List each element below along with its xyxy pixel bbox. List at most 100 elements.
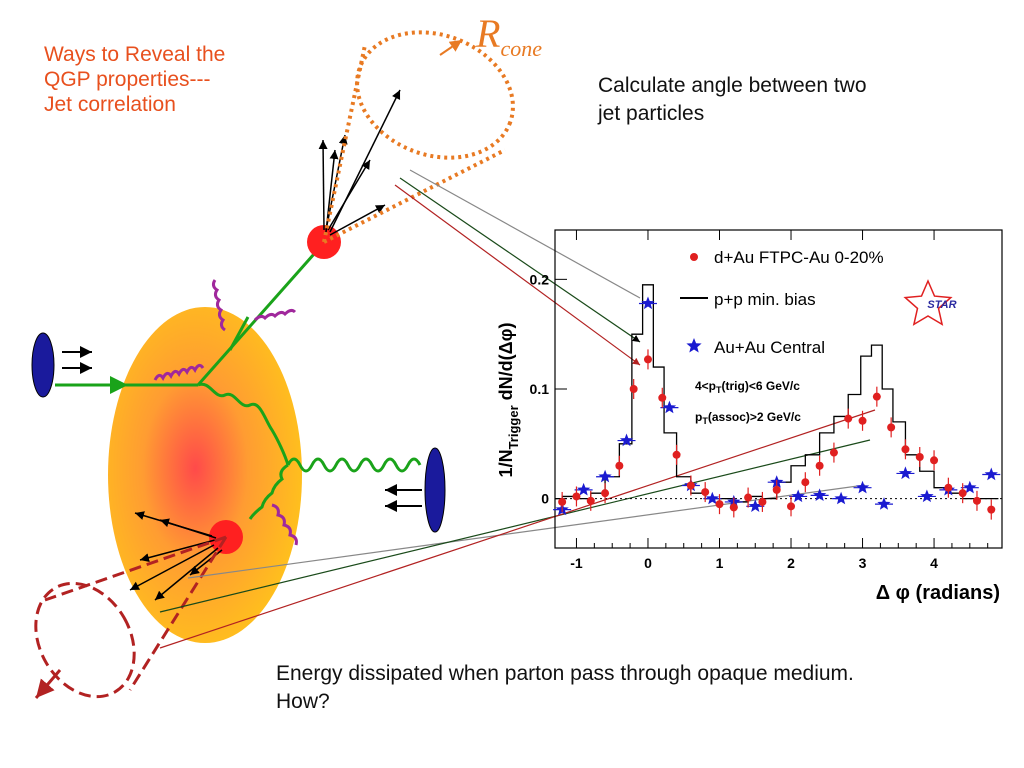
nucleus-right [424,447,446,533]
x-axis-label: Δ φ (radians) [876,582,1000,604]
x-tick-label: -1 [570,555,583,571]
dau-point [987,505,996,514]
auau-point [662,400,677,414]
incoming-arrows-right [385,484,422,512]
away-side-jet-tracks [129,511,223,601]
near-side-parton [196,244,324,386]
auau-point [920,489,934,503]
legend-label-auau: Au+Au Central [714,338,825,357]
dau-point [872,392,881,401]
incoming-arrows-left [62,346,92,374]
dau-point [572,492,581,501]
dau-point [915,452,924,461]
dau-point [758,497,767,506]
rcone-cone [322,30,515,244]
dau-point [944,483,953,492]
dau-point [658,393,667,402]
trigger-cut-post: (trig)<6 GeV/c [722,379,801,393]
assoc-cut-sub: T [702,416,708,426]
rcone-label: Rcone [476,10,542,62]
pp-histogram [555,284,999,503]
near-side-branch [228,316,250,351]
dau-point [972,496,981,505]
assoc-cut-post: (assoc)>2 GeV/c [708,410,801,424]
connector-lines [159,169,876,649]
top-note: Calculate angle between two jet particle… [598,72,958,128]
top-note-line: jet particles [598,102,705,125]
rcone-main: R [476,11,501,56]
auau-point [898,466,913,480]
x-tick-label: 4 [930,555,938,571]
dau-point [958,489,967,498]
y-axis-label: 1/NTrigger dN/d(Δφ) [496,323,521,478]
assoc-cut-label: pT(assoc)>2 GeV/c [695,410,801,426]
y-tick-label: 0 [541,491,549,507]
dau-point [887,423,896,432]
legend-marker-dau [690,253,698,261]
dau-point [729,503,738,512]
dau-point [558,497,567,506]
auau-point [748,499,762,512]
title-line: QGP properties--- [44,68,211,91]
dau-point [672,450,681,459]
bottom-note-line: Energy dissipated when parton pass throu… [276,662,854,685]
dau-point [629,385,638,393]
y-tick-label: 0.2 [530,271,550,287]
slide-title: Ways to Reveal the QGP properties--- Jet… [44,42,304,117]
auau-point [577,482,591,496]
chart-legend: d+Au FTPC-Au 0-20% p+p min. bias Au+Au C… [680,248,884,357]
dau-point [744,493,753,502]
dau-point [686,481,695,490]
star-logo-text: STAR [927,299,956,311]
dau-point [815,461,824,470]
purple-gluons [153,279,298,546]
auau-point [641,296,655,310]
gluon-coil-horizontal [286,457,422,473]
dau-point [772,485,781,494]
y-axis-label-prefix: 1/N [496,449,516,477]
star-logo: STAR [903,279,957,326]
trigger-cut-label: 4<pT(trig)<6 GeV/c [695,379,800,395]
auau-point [834,491,848,505]
top-note-line: Calculate angle between two [598,74,867,97]
away-side-cone [34,535,228,699]
nucleus-left [31,332,55,398]
x-tick-label: 0 [644,555,652,571]
auau-point [963,480,977,494]
gluon-coil [197,382,290,466]
title-line: Ways to Reveal the [44,43,226,66]
legend-label-dau: d+Au FTPC-Au 0-20% [714,248,884,267]
dau-point [829,448,838,457]
rcone-arrow [439,39,463,56]
y-axis-ticks: 0 0.1 0.2 [530,271,567,507]
dau-point [701,488,710,497]
x-tick-label: 3 [859,555,867,571]
dau-point [715,500,724,509]
gluon-coil-down [248,463,289,520]
auau-point [791,489,805,503]
dau-point [586,496,595,505]
trigger-cut-sub: T [716,385,722,395]
auau-point [855,480,870,494]
bottom-note-line: How? [276,690,330,713]
auau-point [984,467,998,481]
dau-point [787,502,796,511]
y-axis-label-rest: dN/d(Δφ) [496,323,516,406]
near-side-jet-tracks [318,89,401,236]
auau-point [598,469,612,483]
y-tick-label: 0.1 [530,381,550,397]
auau-point [705,491,719,505]
bottom-note: Energy dissipated when parton pass throu… [276,660,996,716]
dau-point [801,478,810,487]
qgp-medium [108,307,302,643]
dau-point [930,456,939,465]
pp-step-line [555,284,999,503]
auau-point [813,488,827,501]
legend-marker-auau [686,338,702,353]
dau-point [844,414,853,423]
away-side-cone-arrow [34,669,62,699]
auau-point [877,497,891,510]
